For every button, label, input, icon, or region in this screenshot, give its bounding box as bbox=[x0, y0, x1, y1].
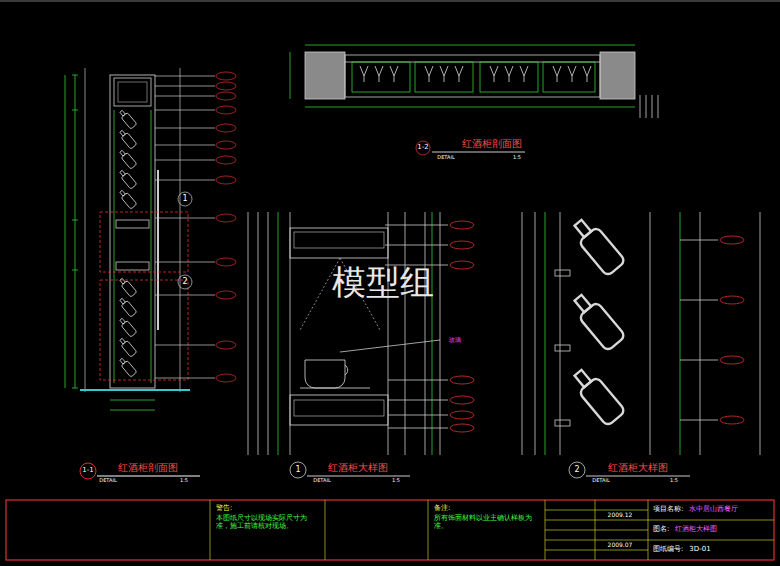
title-block-cell: 图纸编号: 3D-01 bbox=[650, 542, 772, 559]
title-label: 红酒柜剖面图 bbox=[117, 462, 179, 473]
callout-label: 1-2 bbox=[416, 144, 429, 152]
cell-label: 2009.12 bbox=[607, 512, 634, 519]
small-label: 1:5 bbox=[179, 478, 189, 484]
note-label: 玻璃 bbox=[448, 337, 462, 344]
cell-value: 本图纸尺寸以现场实际尺寸为准，施工前请核对现场。 bbox=[216, 514, 320, 530]
callout-label: 1-1 bbox=[81, 467, 94, 475]
callout-label: 1 bbox=[181, 195, 188, 204]
watermark-label: 模型组 bbox=[331, 264, 435, 301]
title-label: 红酒柜大样图 bbox=[607, 462, 669, 473]
note-panel: 警告: 本图纸尺寸以现场实际尺寸为准，施工前请核对现场。 bbox=[213, 502, 323, 558]
cell-value: 所有饰面材料以业主确认样板为准。 bbox=[434, 514, 540, 530]
small-label: 1:5 bbox=[512, 155, 522, 161]
title-block-cell: 图名: 红酒柜大样图 bbox=[650, 522, 772, 539]
small-label: DETAIL bbox=[591, 478, 610, 484]
cell-heading: 备注: bbox=[434, 504, 540, 512]
cell-heading: 图名: bbox=[653, 525, 669, 533]
callout-label: 2 bbox=[181, 278, 188, 287]
callout-label: 1 bbox=[294, 466, 301, 475]
cell-value: 水中居山西餐厅 bbox=[689, 505, 738, 513]
cell-heading: 警告: bbox=[216, 504, 320, 512]
title-label: 红酒柜大样图 bbox=[327, 462, 389, 473]
note-panel: 备注: 所有饰面材料以业主确认样板为准。 bbox=[431, 502, 543, 558]
title-block-cell: 项目名称: 水中居山西餐厅 bbox=[650, 502, 772, 519]
callout-label: 2 bbox=[573, 466, 580, 475]
cell-label: 2009.07 bbox=[607, 542, 634, 549]
cell-heading: 项目名称: bbox=[653, 505, 683, 513]
cell-value: 红酒柜大样图 bbox=[675, 525, 717, 533]
cell-value: 3D-01 bbox=[689, 545, 710, 553]
cell-heading: 图纸编号: bbox=[653, 545, 683, 553]
small-label: DETAIL bbox=[98, 478, 117, 484]
small-label: 1:5 bbox=[391, 478, 401, 484]
title-label: 红酒柜剖面图 bbox=[461, 138, 523, 149]
small-label: 1:5 bbox=[669, 478, 679, 484]
small-label: DETAIL bbox=[436, 155, 455, 161]
small-label: DETAIL bbox=[312, 478, 331, 484]
